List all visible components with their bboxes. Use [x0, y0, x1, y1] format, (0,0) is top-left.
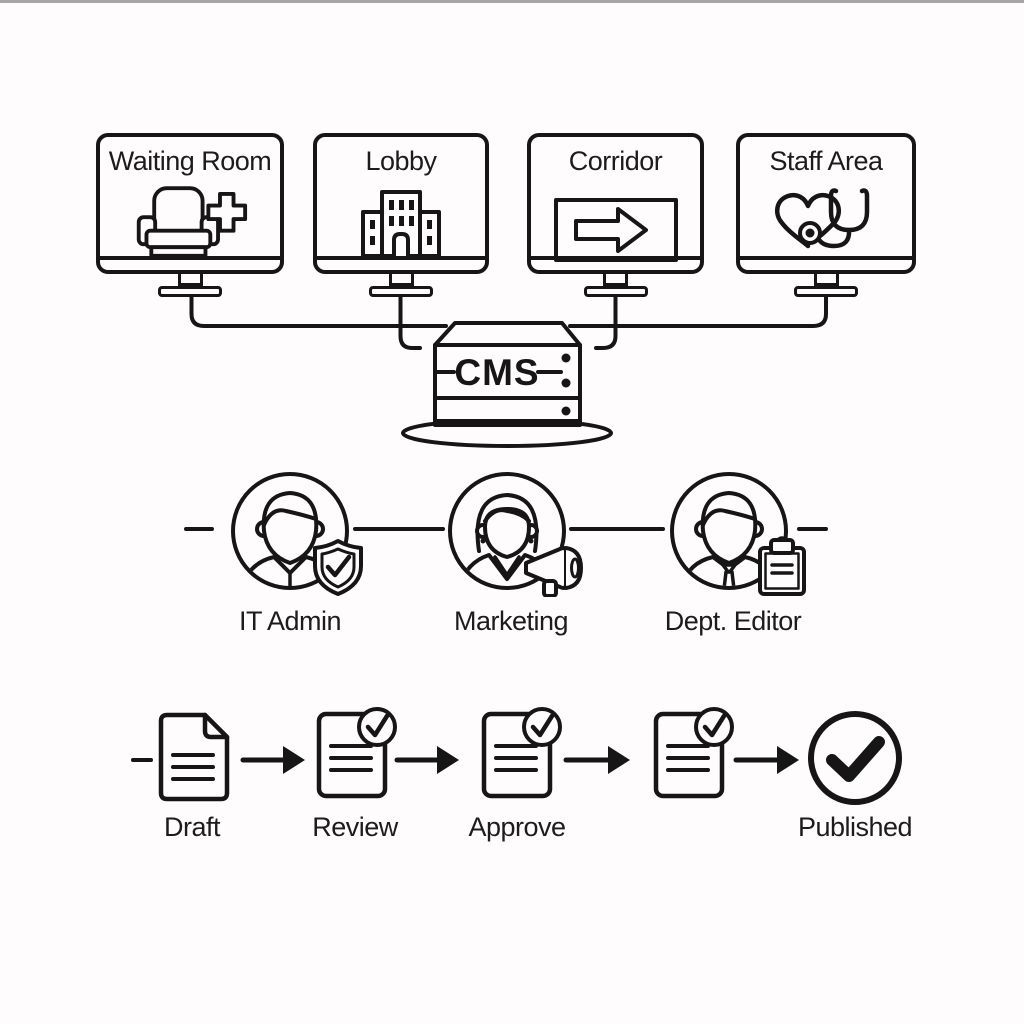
role-label: Dept. Editor	[664, 606, 802, 636]
arrow-right-icon	[563, 746, 630, 774]
monitor-stand-base	[794, 286, 858, 297]
monitor-stand-base	[158, 286, 222, 297]
screen-label: Corridor	[568, 146, 663, 176]
workflow-start-dash	[131, 758, 153, 762]
arrow-sign-icon	[553, 198, 678, 262]
display-lobby: Lobby	[313, 133, 489, 297]
display-staff-area: Staff Area	[736, 133, 916, 297]
role-label: Marketing	[453, 606, 569, 636]
monitor-frame: Waiting Room	[96, 133, 284, 274]
monitor-stand-base	[583, 286, 648, 297]
monitor-stand-neck	[813, 274, 839, 286]
monitor-bezel	[100, 256, 280, 260]
armchair-medical-cross-icon	[136, 186, 248, 258]
display-corridor: Corridor	[527, 133, 704, 297]
cms-server: CMS	[401, 321, 613, 448]
monitor-stand-base	[369, 286, 433, 297]
connector-line	[398, 290, 422, 350]
clipboard-icon	[758, 536, 806, 596]
document-check-icon	[316, 707, 397, 799]
connector-line	[189, 290, 448, 328]
role-connector-dash	[184, 527, 214, 531]
monitor-bezel	[317, 256, 485, 260]
arrow-right-icon	[733, 746, 799, 774]
avatar-ring	[231, 472, 349, 590]
screen-label: Waiting Room	[108, 146, 272, 176]
workflow-step-label: Published	[797, 812, 913, 842]
workflow-step-label: Approve	[468, 812, 566, 842]
monitor-frame: Corridor	[527, 133, 704, 274]
display-waiting-room: Waiting Room	[96, 133, 284, 297]
workflow-step-label: Review	[312, 812, 398, 842]
role-label: IT Admin	[238, 606, 342, 636]
heart-stethoscope-icon	[774, 188, 870, 249]
document-check-icon	[653, 707, 734, 799]
avatar-ring	[448, 472, 566, 590]
monitor-bezel	[531, 256, 700, 260]
role-connector-dash	[797, 527, 828, 531]
role-connector-line	[569, 527, 665, 531]
monitor-stand-neck	[603, 274, 628, 286]
connector-line	[594, 290, 618, 350]
circle-check-icon	[808, 711, 902, 805]
avatar-ring	[670, 472, 788, 590]
monitor-stand-neck	[177, 274, 203, 286]
document-check-icon	[481, 707, 562, 799]
role-connector-line	[353, 527, 445, 531]
shield-check-icon	[313, 539, 363, 596]
workflow-step-label: Draft	[163, 812, 221, 842]
arrow-right-icon	[394, 746, 459, 774]
server-label: CMS	[454, 352, 539, 393]
building-icon	[361, 190, 441, 258]
dept-editor-avatar	[670, 472, 788, 590]
monitor-stand-neck	[388, 274, 414, 286]
monitor-frame: Lobby	[313, 133, 489, 274]
monitor-frame: Staff Area	[736, 133, 916, 274]
document-icon	[158, 712, 230, 802]
screen-label: Lobby	[365, 146, 437, 176]
megaphone-icon	[524, 546, 583, 597]
arrow-right-icon	[240, 746, 305, 774]
server-body	[433, 343, 582, 427]
top-border-bar	[0, 0, 1024, 3]
screen-label: Staff Area	[769, 146, 883, 176]
monitor-bezel	[740, 256, 912, 260]
connector-line	[568, 290, 828, 328]
